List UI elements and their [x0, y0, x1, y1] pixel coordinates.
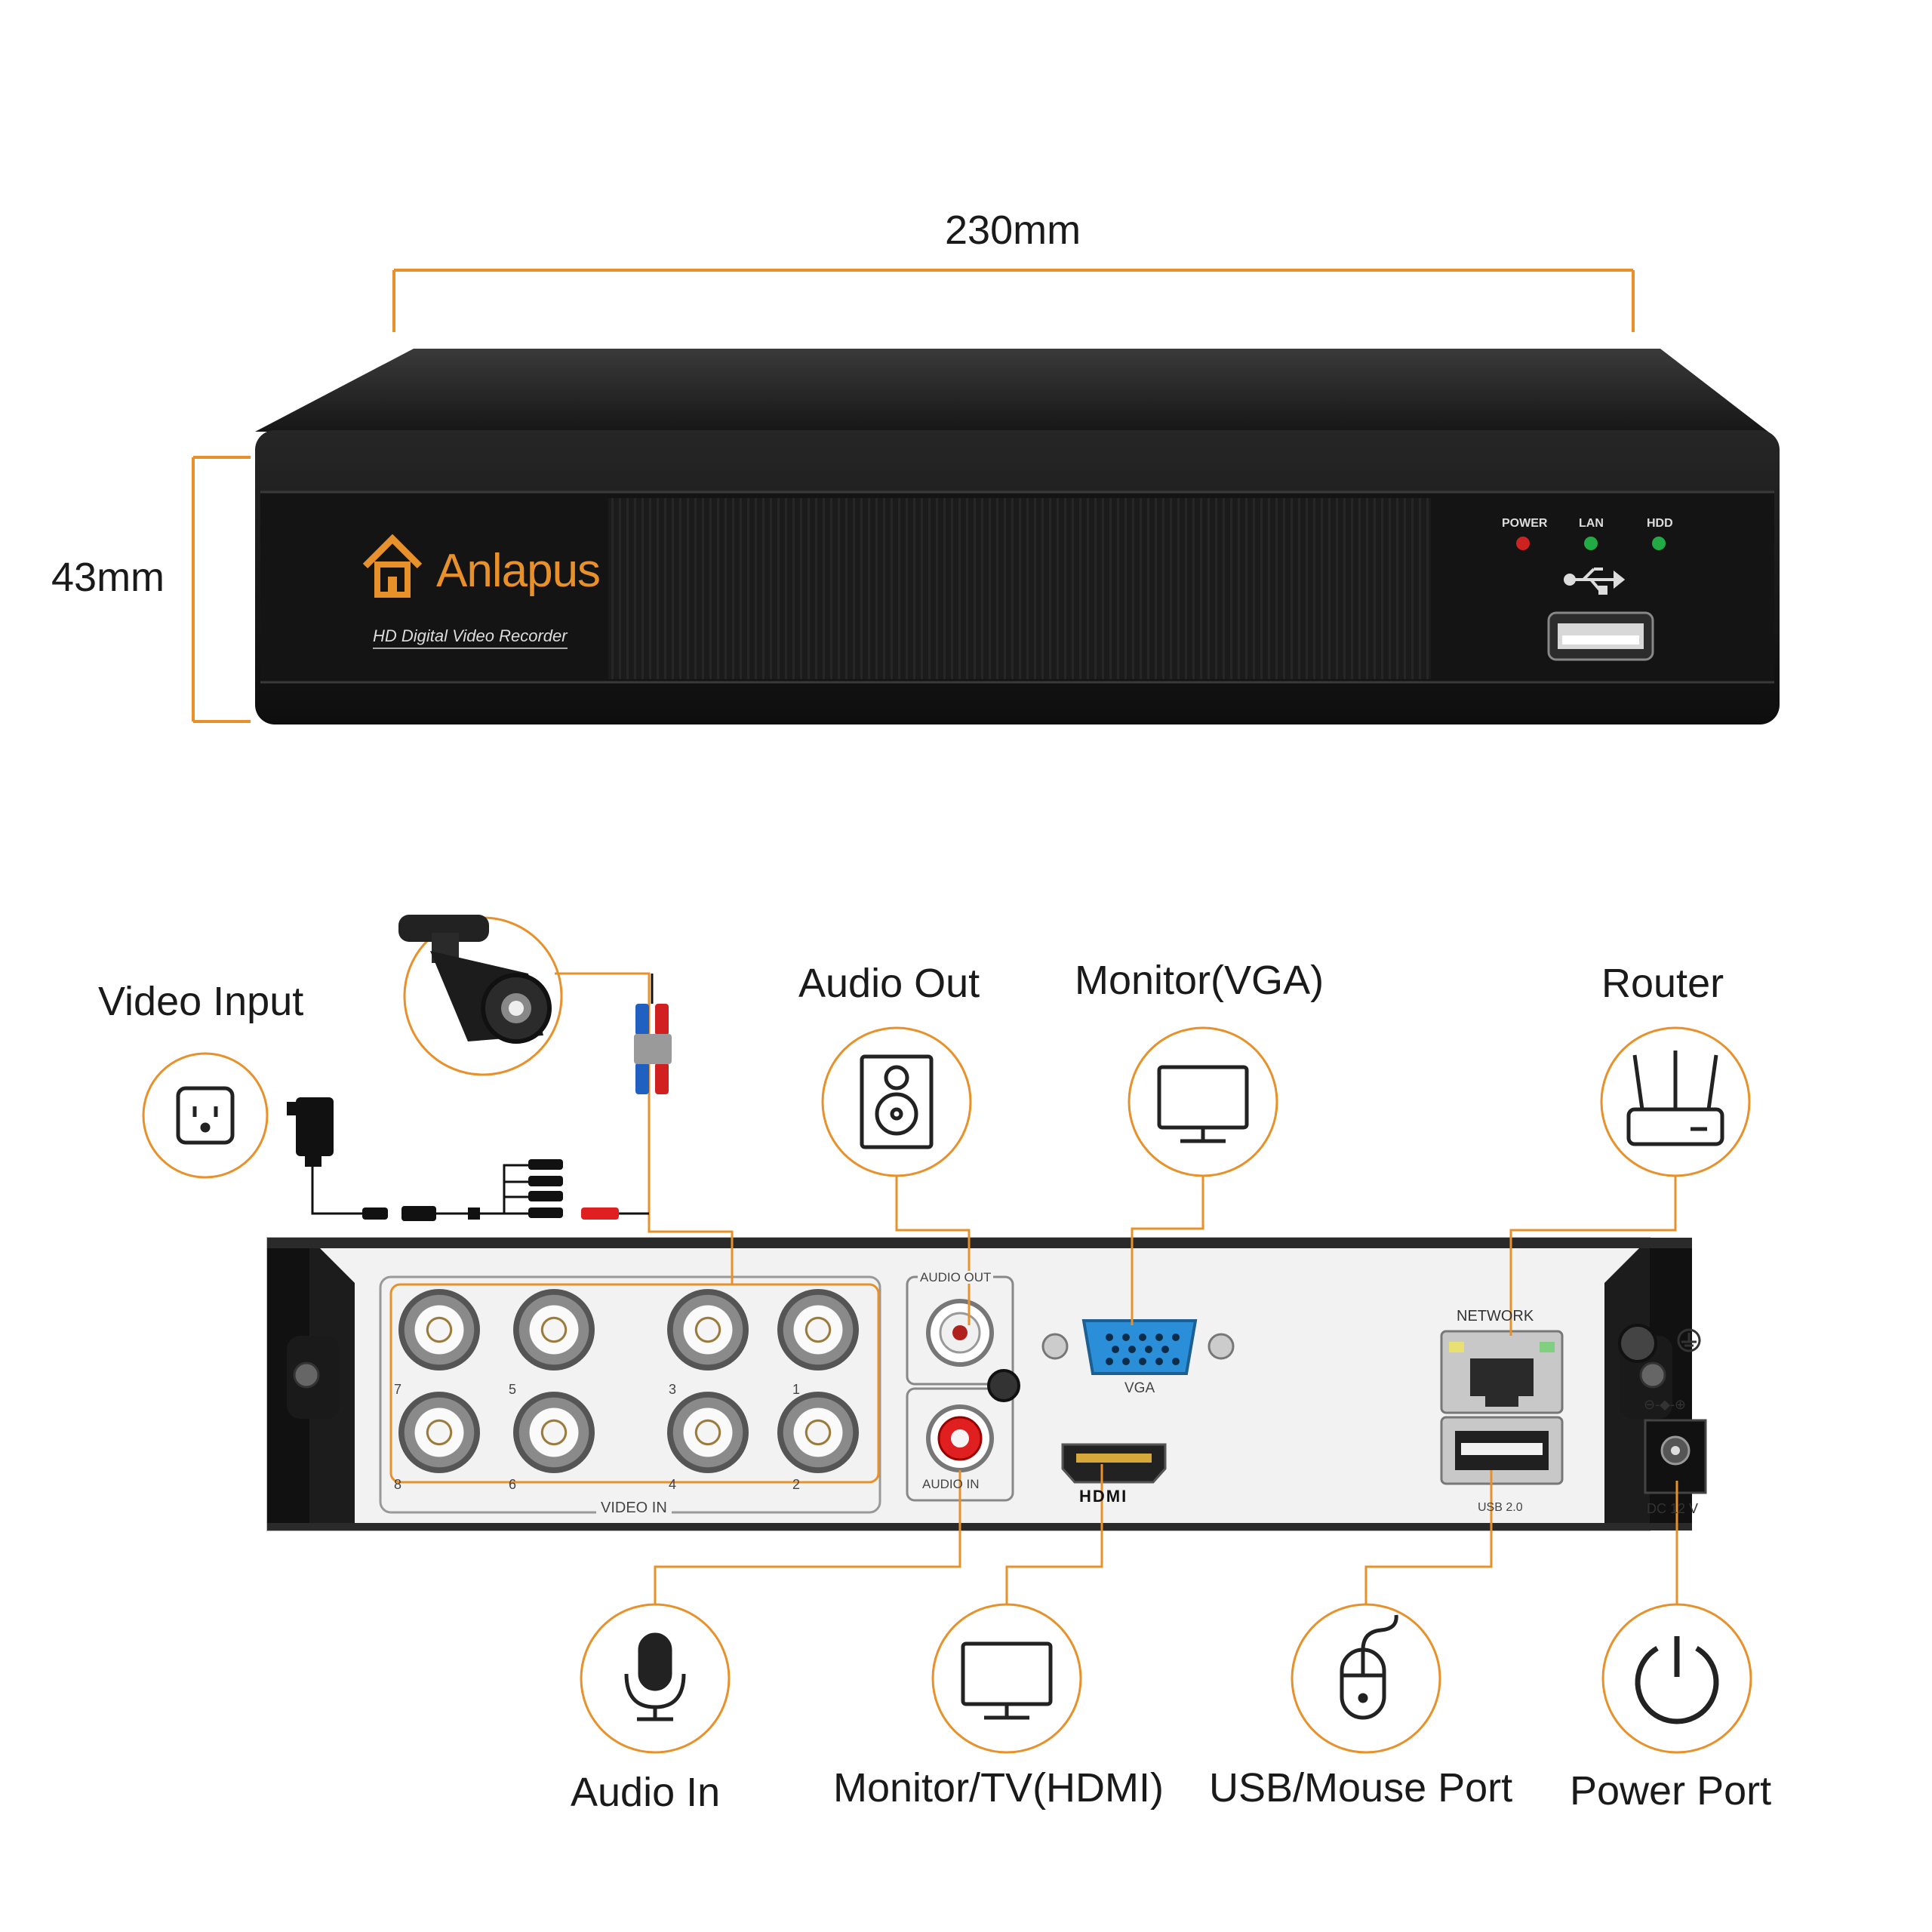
audio-ground-screw	[987, 1369, 1020, 1402]
front-vent-grille	[608, 498, 1431, 679]
bnc-number: 7	[394, 1382, 402, 1397]
width-dimension-label: 230mm	[945, 208, 1081, 253]
brand-name: Anlapus	[436, 545, 601, 597]
network-label: NETWORK	[1457, 1308, 1534, 1324]
router-icon	[1626, 1051, 1724, 1146]
usb-symbol-icon	[1564, 568, 1626, 595]
bnc-port[interactable]	[513, 1289, 595, 1371]
monitor-hdmi-icon	[961, 1641, 1053, 1720]
power-led	[1516, 537, 1530, 550]
bnc-port[interactable]	[398, 1289, 480, 1371]
ground-screw	[1618, 1324, 1657, 1363]
bnc-port[interactable]	[667, 1289, 749, 1371]
audio-out-label: AUDIO OUT	[918, 1271, 994, 1284]
usb-mouse-callout-label: USB/Mouse Port	[1209, 1765, 1513, 1810]
audio-out-jack[interactable]	[926, 1299, 994, 1367]
hdd-led	[1652, 537, 1666, 550]
bnc-port[interactable]	[398, 1392, 480, 1473]
mouse-icon	[1340, 1614, 1398, 1720]
video-in-label: VIDEO IN	[596, 1500, 672, 1515]
ethernet-port[interactable]	[1440, 1330, 1564, 1414]
vga-screw-left	[1041, 1333, 1069, 1360]
bnc-port[interactable]	[513, 1392, 595, 1473]
vga-screw-right	[1208, 1333, 1235, 1360]
camera-icon	[398, 915, 552, 1044]
brand-logo-icon	[362, 534, 423, 598]
microphone-icon	[624, 1632, 686, 1721]
power-port-callout-circle	[1601, 1603, 1752, 1754]
vga-port[interactable]	[1081, 1319, 1198, 1375]
front-usb-port[interactable]	[1547, 611, 1654, 661]
monitor-vga-callout-circle	[1128, 1026, 1278, 1177]
height-dimension-label: 43mm	[51, 555, 165, 600]
bnc-number: 5	[509, 1382, 517, 1397]
bnc-number: 2	[792, 1477, 801, 1492]
vga-label: VGA	[1124, 1380, 1155, 1396]
power-adapter-icon	[287, 1097, 649, 1221]
bnc-port[interactable]	[777, 1392, 859, 1473]
hdmi-port[interactable]	[1061, 1443, 1167, 1484]
router-callout-label: Router	[1601, 961, 1724, 1006]
power-icon	[1635, 1636, 1719, 1724]
bnc-port[interactable]	[667, 1392, 749, 1473]
width-dimension-bracket	[392, 269, 1635, 332]
wall-outlet-icon	[176, 1086, 235, 1145]
video-input-callout-circle	[142, 1052, 269, 1179]
usb-mouse-callout-circle	[1291, 1603, 1441, 1754]
rear-usb-port[interactable]	[1440, 1416, 1564, 1485]
lan-led	[1584, 537, 1598, 550]
bnc-number: 3	[669, 1382, 677, 1397]
ground-symbol-icon	[1677, 1328, 1701, 1352]
bnc-number: 6	[509, 1477, 517, 1492]
power-port-callout-label: Power Port	[1570, 1768, 1772, 1814]
bnc-port[interactable]	[777, 1289, 859, 1371]
brand-subtitle: HD Digital Video Recorder	[373, 628, 568, 649]
hdmi-label: HDMI	[1079, 1487, 1128, 1506]
monitor-vga-icon	[1157, 1065, 1249, 1143]
monitor-vga-callout-label: Monitor(VGA)	[1075, 958, 1324, 1003]
dvr-front-view	[255, 349, 1780, 724]
speaker-icon	[860, 1054, 934, 1149]
power-led-label: POWER	[1502, 517, 1548, 530]
audio-in-label: AUDIO IN	[922, 1477, 980, 1491]
dc-power-jack[interactable]	[1644, 1419, 1707, 1494]
dc-symbol: ⊖-◆-⊕	[1644, 1397, 1686, 1412]
monitor-hdmi-callout-circle	[931, 1603, 1082, 1754]
dc-label: DC 12 V	[1647, 1501, 1699, 1516]
monitor-hdmi-callout-label: Monitor/TV(HDMI)	[833, 1765, 1164, 1810]
audio-out-callout-label: Audio Out	[798, 961, 980, 1006]
bnc-number: 1	[792, 1382, 801, 1397]
left-mount-screw	[287, 1336, 340, 1419]
audio-out-callout-circle	[821, 1026, 972, 1177]
bnc-cable-connectors	[634, 974, 672, 1094]
lan-led-label: LAN	[1579, 517, 1604, 530]
hdd-led-label: HDD	[1647, 517, 1673, 530]
bnc-number: 8	[394, 1477, 402, 1492]
usb-label: USB 2.0	[1478, 1501, 1523, 1514]
bnc-number: 4	[669, 1477, 677, 1492]
dvr-rear-view	[266, 1237, 1707, 1531]
callout-leader-lines	[555, 972, 1678, 1604]
audio-in-jack[interactable]	[926, 1404, 994, 1472]
audio-in-callout-label: Audio In	[571, 1770, 721, 1815]
video-input-callout-label: Video Input	[98, 979, 304, 1024]
height-dimension-bracket	[192, 456, 251, 723]
video-in-highlight	[389, 1283, 880, 1484]
